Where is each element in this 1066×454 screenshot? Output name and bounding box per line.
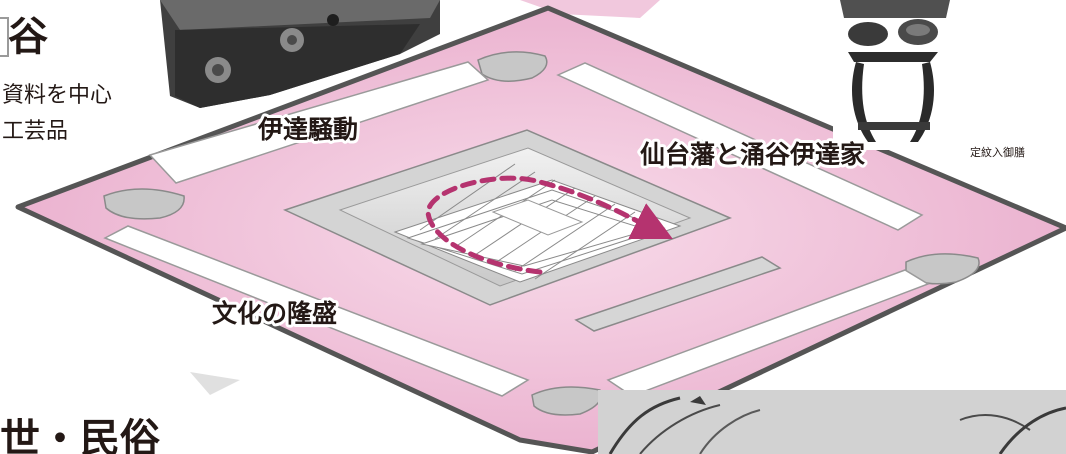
grass-painting-photo xyxy=(598,390,1066,454)
grey-accent-left xyxy=(190,372,240,395)
heading-bottom: 世・民俗 xyxy=(0,416,160,454)
heading-bracket xyxy=(0,17,9,57)
zone-label-sendai-domain: 仙台藩と涌谷伊達家 xyxy=(640,140,865,169)
intro-line-1: 資料を中心 xyxy=(2,83,112,108)
serving-stand-photo xyxy=(833,0,953,150)
intro-line-2: 工芸品 xyxy=(2,119,68,144)
zone-label-date-incident: 伊達騒動 xyxy=(257,115,358,144)
route-arrow xyxy=(425,175,673,275)
display-walls xyxy=(103,61,930,397)
heading-top: 谷 xyxy=(8,14,48,60)
zone-label-culture-flourish: 文化の隆盛 xyxy=(212,299,337,328)
photo-caption: 定紋入御膳 xyxy=(970,145,1025,159)
pink-accent-top xyxy=(520,0,660,18)
lacquer-box-photo xyxy=(160,0,440,108)
long-bench xyxy=(574,256,782,332)
corner-pads xyxy=(103,51,980,416)
floor-plan xyxy=(15,5,1066,454)
